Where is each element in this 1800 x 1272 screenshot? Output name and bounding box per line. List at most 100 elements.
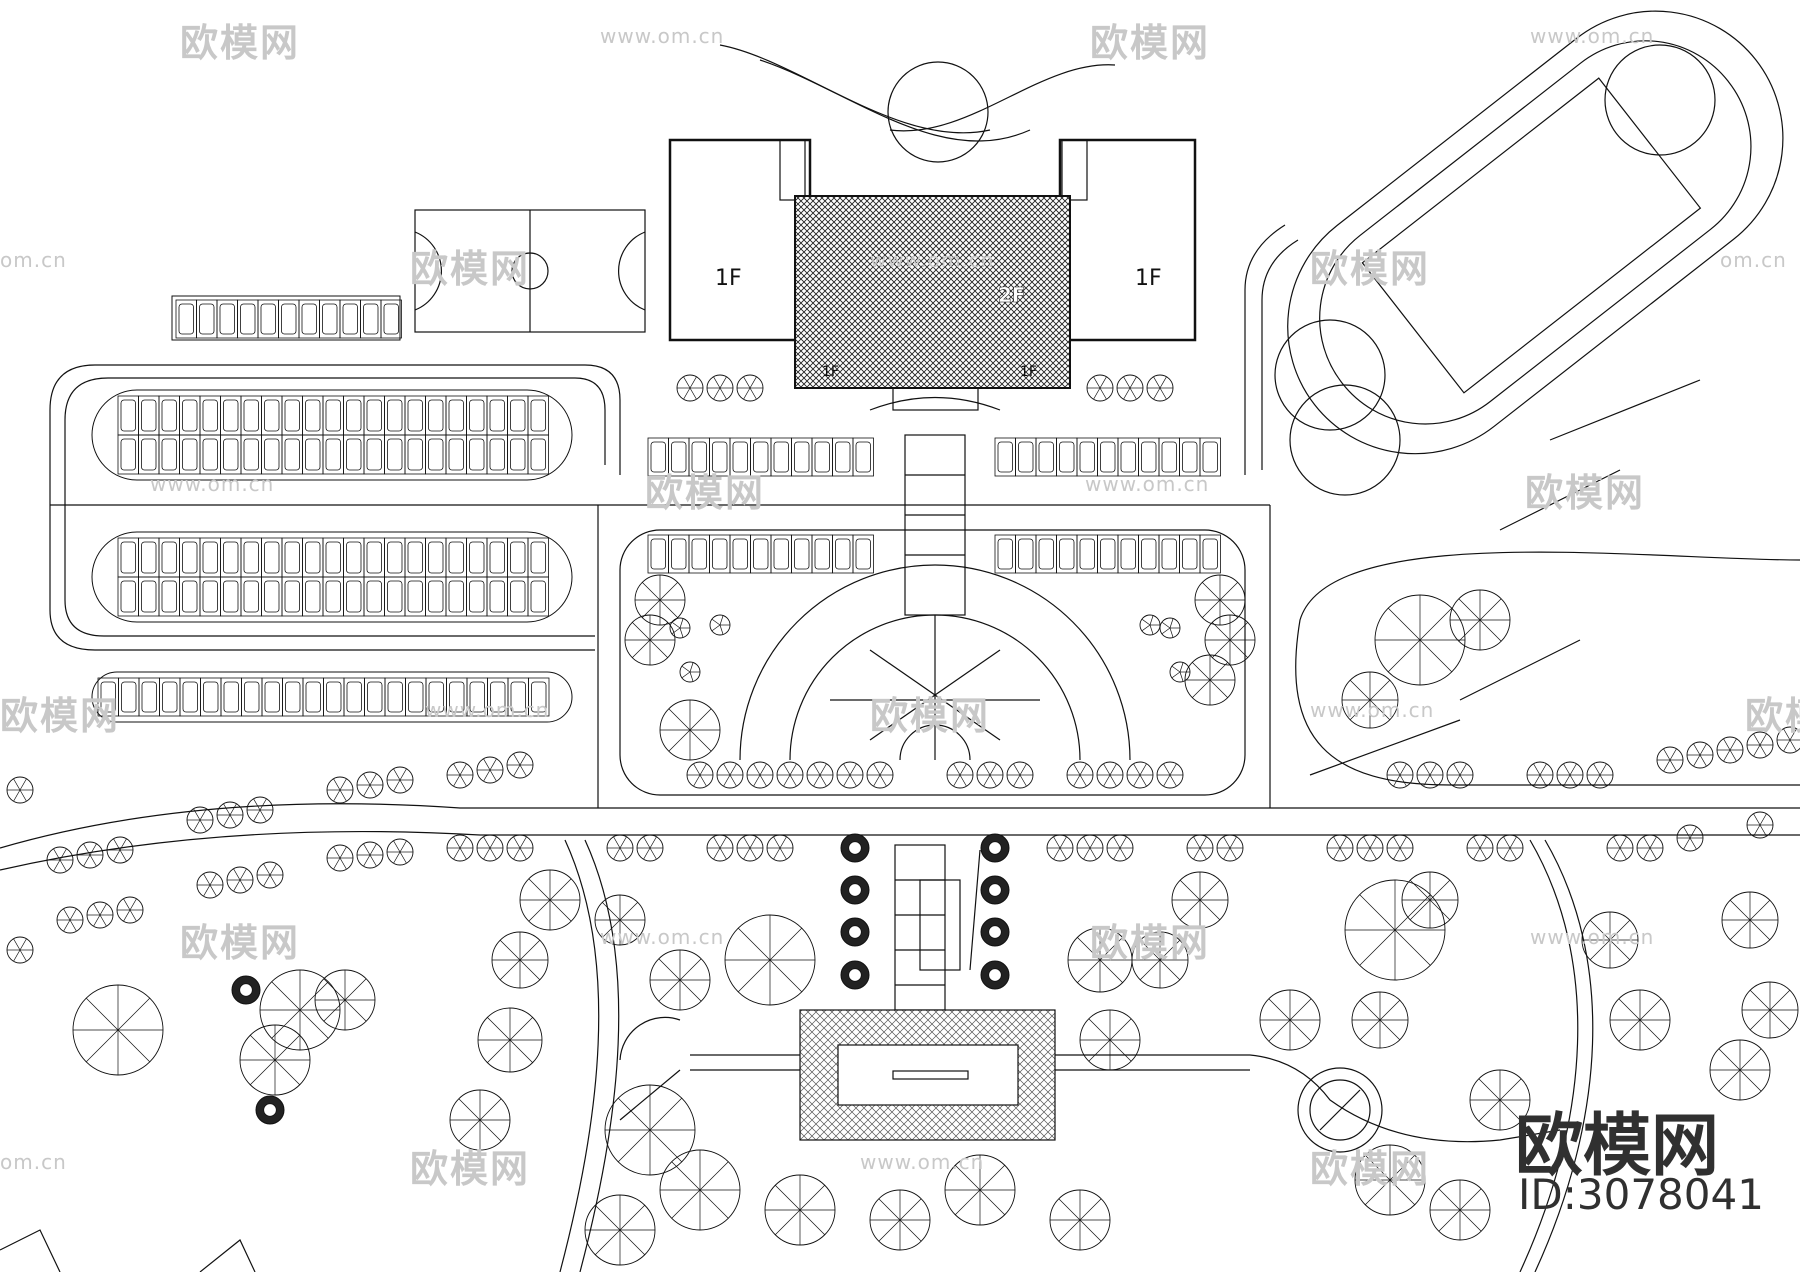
tree-branch (117, 997, 151, 1031)
tree-branch (393, 779, 401, 792)
tree-branch (1199, 847, 1207, 860)
tree-branch (1438, 1188, 1461, 1211)
parked-car (530, 580, 546, 613)
tree-branch (1423, 763, 1431, 776)
tree-branch (1723, 749, 1731, 762)
tree-branch (1479, 836, 1487, 849)
tree-branch (1169, 627, 1174, 638)
parked-car (243, 438, 259, 471)
tree-branch (878, 1219, 901, 1242)
tree-branch (1059, 836, 1067, 849)
tree-branch (649, 622, 668, 641)
tree-branch (1202, 599, 1221, 618)
entrance-ornament (719, 44, 1116, 163)
tree-branch (233, 868, 241, 881)
tree-branch (1123, 387, 1131, 400)
tree-branch (93, 914, 101, 927)
tree-branch (259, 809, 267, 822)
parked-car (794, 441, 810, 473)
tree-branch (671, 1189, 701, 1219)
tree-branch (632, 639, 651, 658)
tree-branch (363, 843, 371, 856)
tree-branch (1589, 919, 1611, 941)
tree-branch (1753, 824, 1761, 837)
tree-branch (1789, 739, 1797, 752)
tree-branch (1479, 598, 1502, 621)
tree-branch (1618, 1019, 1641, 1042)
tree-branch (1202, 582, 1221, 601)
tree-branch (1589, 939, 1611, 961)
parked-car (284, 399, 300, 432)
tree-branch (1389, 1155, 1415, 1181)
tree-branch (1479, 619, 1502, 642)
tree-branch (1083, 847, 1091, 860)
tree-branch (333, 846, 341, 859)
tree-branch (1199, 879, 1221, 901)
tree-branch (203, 884, 211, 897)
parked-car (223, 580, 239, 613)
tree-branch (393, 840, 401, 853)
parked-car (342, 303, 358, 335)
tree-branch (19, 949, 27, 962)
tree-branch (1399, 774, 1407, 787)
tree-branch (1458, 598, 1481, 621)
tree-branch (713, 836, 721, 849)
tree-branch (642, 599, 661, 618)
parked-car (387, 541, 403, 574)
tree-branch (759, 763, 767, 776)
tree-branch (528, 899, 551, 922)
tree-branch (1699, 743, 1707, 756)
tree-branch (1759, 824, 1767, 837)
parked-car (322, 303, 338, 335)
tree-branch (13, 778, 21, 791)
tree-branch (619, 902, 638, 921)
tree-branch (1613, 836, 1621, 849)
tree-branch (1161, 627, 1171, 635)
tree-branch (1669, 759, 1677, 772)
parked-car (671, 538, 687, 570)
tree-branch (1458, 619, 1481, 642)
tree-branch (613, 847, 621, 860)
parked-car (219, 303, 235, 335)
tree-branch (1419, 607, 1453, 641)
parked-car (325, 438, 341, 471)
tree-branch (369, 773, 377, 786)
tree-branch (85, 1029, 119, 1063)
tree-branch (719, 847, 727, 860)
tree-branch (479, 1098, 502, 1121)
tree-branch (1099, 937, 1123, 961)
parked-car (202, 399, 218, 432)
tree-branch (1783, 728, 1791, 741)
tree-branch (1394, 894, 1431, 931)
tree-branch (223, 814, 231, 827)
tree-branch (1053, 836, 1061, 849)
tree-branch (1693, 743, 1701, 756)
tree-branch (129, 898, 137, 911)
parked-car (469, 681, 485, 713)
tree-branch (1599, 763, 1607, 776)
tree-branch (1103, 763, 1111, 776)
parked-car (530, 438, 546, 471)
parked-car (100, 681, 116, 713)
parked-car (1120, 441, 1136, 473)
tree-branch (617, 1129, 651, 1163)
parked-car (141, 399, 157, 432)
tree-branch (1093, 376, 1101, 389)
tree-branch (89, 843, 97, 856)
tree-branch (1193, 847, 1201, 860)
tree-branch (1058, 1198, 1081, 1221)
tree-branch (1393, 763, 1401, 776)
parked-car (469, 580, 485, 613)
parked-car (855, 538, 871, 570)
tree-branch (953, 763, 961, 776)
parked-car (264, 681, 280, 713)
parked-car (141, 438, 157, 471)
front-right-label: 1F (1020, 364, 1037, 380)
tree-branch (1459, 1188, 1482, 1211)
parked-car (732, 538, 748, 570)
tree-branch (1019, 763, 1027, 776)
tree-branch (749, 376, 757, 389)
tree-branch (1349, 679, 1371, 701)
parked-car (346, 580, 362, 613)
tree-branch (1141, 618, 1151, 626)
